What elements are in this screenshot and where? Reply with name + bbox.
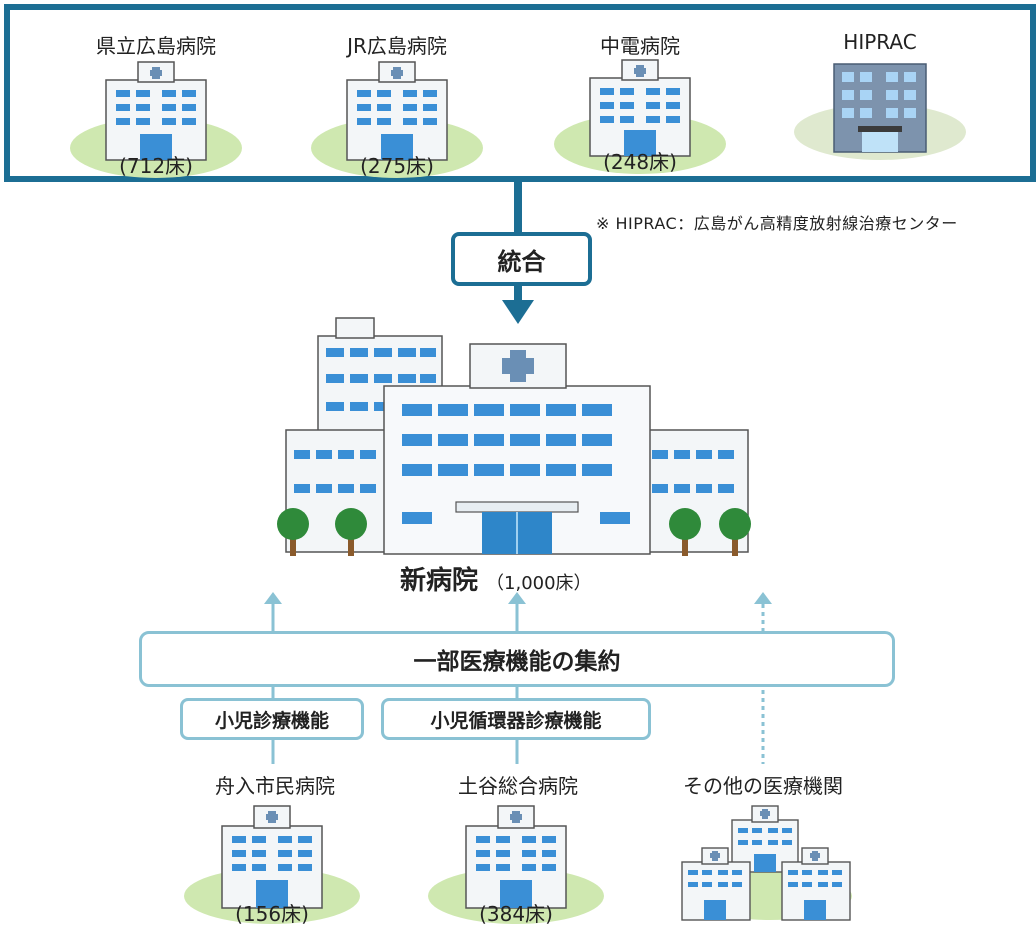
function-box-pediatric: 小児診療機能 [180,698,364,740]
hospital-icon [70,61,242,178]
hospital-beds-chuden: (248床) [603,150,677,174]
new-hospital-icon [277,317,751,556]
hospital-name-others: その他の医療機関 [683,774,843,798]
hospital-beds-jr: (275床) [360,154,434,178]
new-hospital-label: 新病院 （1,000床） [400,560,592,597]
hospital-name-prefectural: 県立広島病院 [96,34,216,58]
aggregation-box: 一部医療機能の集約 [139,631,895,687]
hiprac-building-icon [794,63,966,160]
hospital-name-funairi: 舟入市民病院 [215,774,335,798]
hospital-beds-funairi: (156床) [235,902,309,926]
hospital-icon [428,805,604,924]
new-hospital-beds: （1,000床） [486,573,592,594]
other-institutions-icon [681,805,852,921]
merge-label: 統合 [451,232,592,286]
hospital-icon [184,805,360,924]
hospital-icon [311,61,483,178]
hospital-name-chuden: 中電病院 [600,34,680,58]
hospital-name-tsuchiya: 土谷総合病院 [458,774,578,798]
hospital-name-jr: JR広島病院 [347,34,447,58]
hospital-icon [554,59,726,174]
function-box-pediatric-cardiology: 小児循環器診療機能 [381,698,651,740]
hospital-beds-tsuchiya: (384床) [479,902,553,926]
hospital-name-hiprac: HIPRAC [843,30,917,54]
hiprac-note: ※ HIPRAC：広島がん高精度放射線治療センター [596,214,958,233]
hospital-beds-prefectural: (712床) [119,154,193,178]
new-hospital-name: 新病院 [400,566,479,596]
